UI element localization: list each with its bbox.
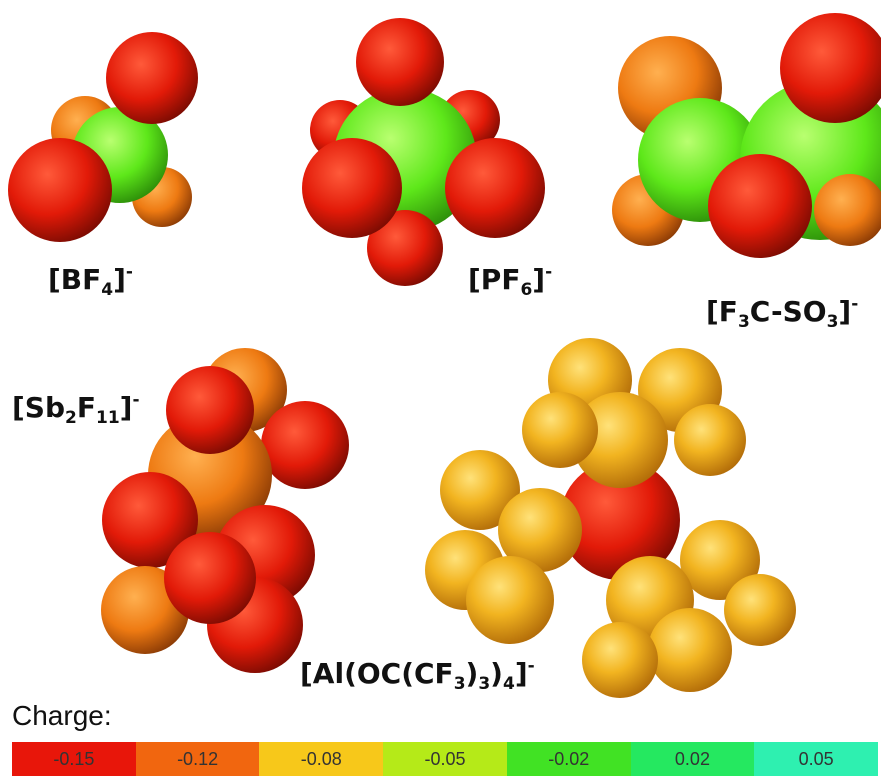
bf4-molecule [8,32,198,242]
al-label: [Al(OC(CF3)3)4]- [300,656,535,694]
scale-segment: -0.15 [12,742,136,776]
pf6-label: [PF6]- [468,262,553,300]
cf3so3-molecule [612,13,881,258]
scale-segment: -0.05 [383,742,507,776]
scale-segment: 0.05 [754,742,879,776]
sb2f11-label: [Sb2F11]- [12,390,140,428]
charge-color-scale: -0.15 -0.12 -0.08 -0.05 -0.02 0.02 0.05 [12,742,879,776]
sb2f11-molecule [101,348,349,673]
al-molecule [425,338,796,698]
cf3so3-label: [F3C-SO3]- [706,294,859,332]
scale-segment: -0.02 [506,742,631,776]
pf6-molecule [302,18,545,286]
scale-segment: -0.12 [135,742,260,776]
scale-segment: -0.08 [259,742,384,776]
charge-legend-title: Charge: [12,700,112,731]
bf4-label: [BF4]- [48,262,133,300]
scale-segment: 0.02 [630,742,755,776]
